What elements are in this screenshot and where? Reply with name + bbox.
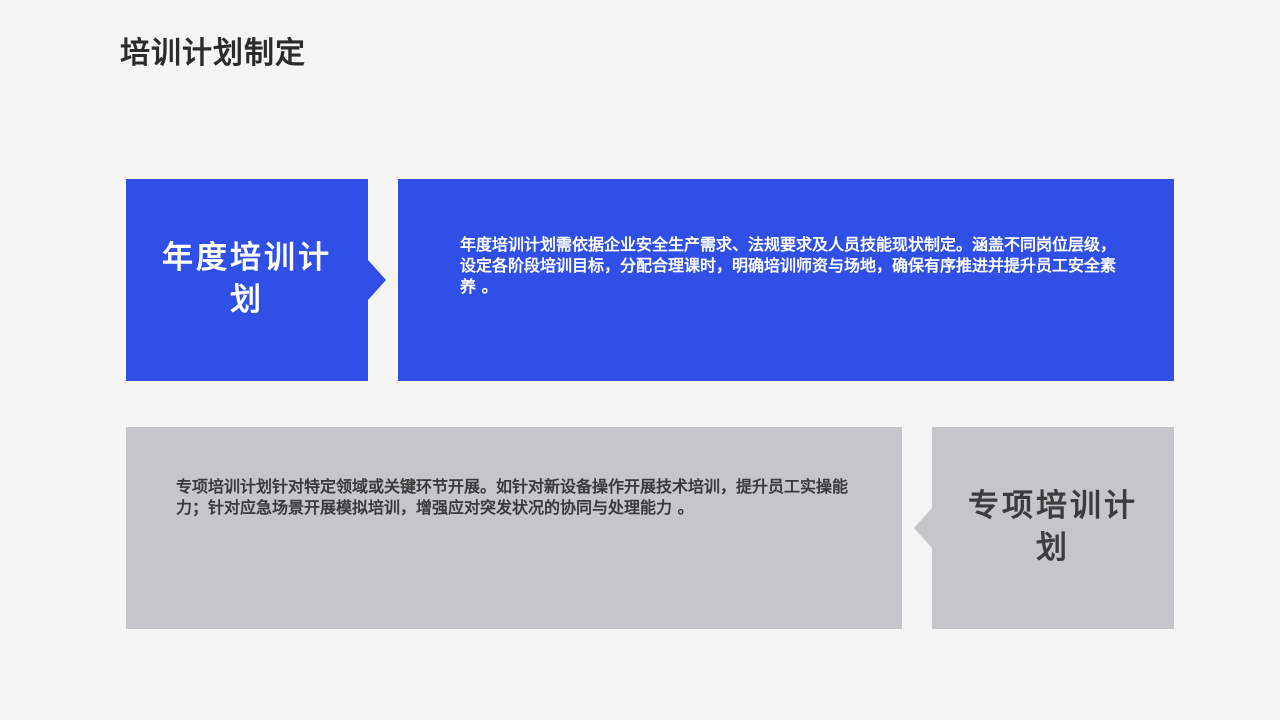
special-plan-label-box: 专项培训计划	[914, 427, 1174, 629]
special-plan-description: 专项培训计划针对特定领域或关键环节开展。如针对新设备操作开展技术培训，提升员工实…	[176, 477, 849, 517]
slide-title: 培训计划制定	[120, 36, 306, 71]
annual-plan-label: 年度培训计划	[161, 240, 332, 318]
special-plan-label: 专项培训计划	[967, 488, 1138, 566]
special-plan-description-box: 专项培训计划针对特定领域或关键环节开展。如针对新设备操作开展技术培训，提升员工实…	[126, 427, 902, 629]
annual-plan-label-box: 年度培训计划	[126, 179, 386, 381]
annual-plan-description-box: 年度培训计划需依据企业安全生产需求、法规要求及人员技能现状制定。涵盖不同岗位层级…	[398, 179, 1174, 381]
annual-plan-description: 年度培训计划需依据企业安全生产需求、法规要求及人员技能现状制定。涵盖不同岗位层级…	[460, 235, 1117, 296]
